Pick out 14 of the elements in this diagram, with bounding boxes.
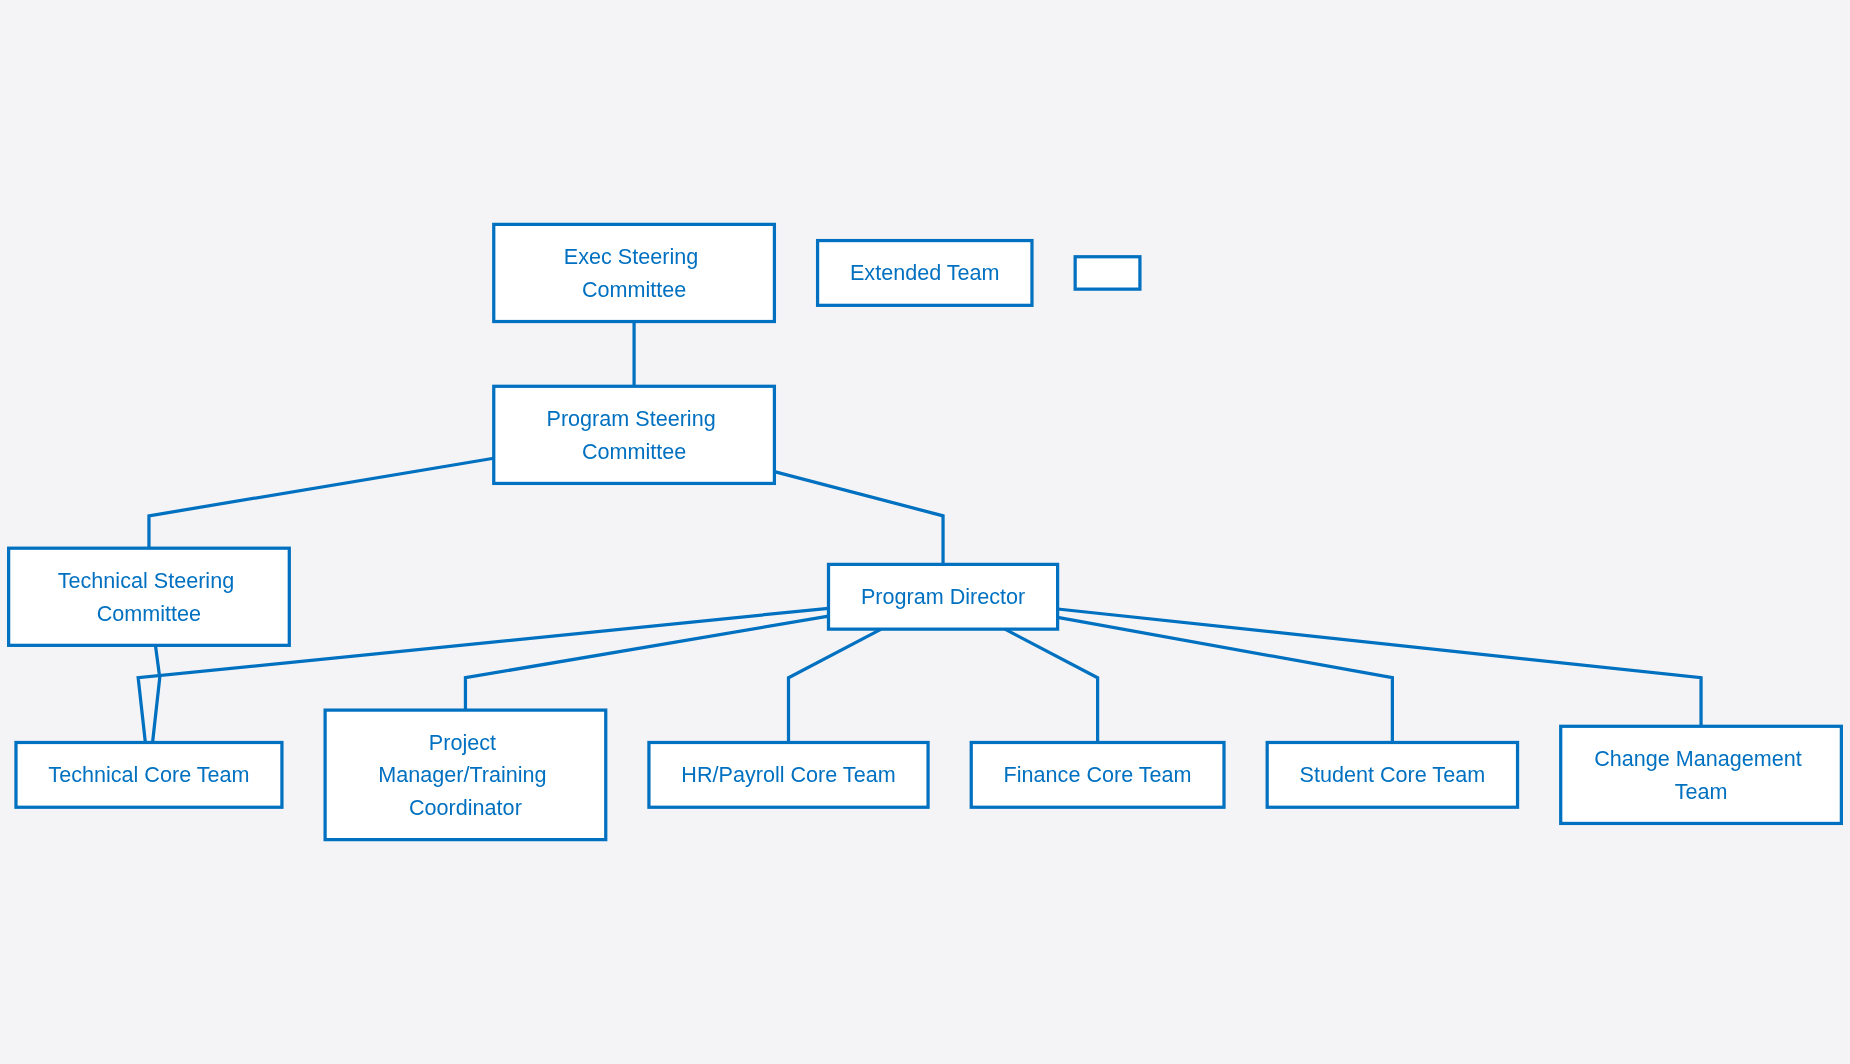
node-box: Technical Steering Committee [7,546,291,647]
node-box: Program Director [826,562,1060,631]
node-box: Change Management Team [1559,724,1843,826]
node-box: Extended Team [815,238,1034,307]
node-box: Exec Steering Committee [492,222,776,324]
node-box: Student Core Team [1265,740,1520,809]
node-box: Program Steering Committee [492,384,776,486]
node-box: Project Manager/Training Coordinator [323,708,608,842]
connector [632,321,636,387]
node-box: Technical Core Team [14,740,284,809]
node-box: Finance Core Team [969,740,1226,809]
connector [150,645,162,743]
node-box [1073,255,1142,291]
node-box: HR/Payroll Core Team [647,740,930,809]
